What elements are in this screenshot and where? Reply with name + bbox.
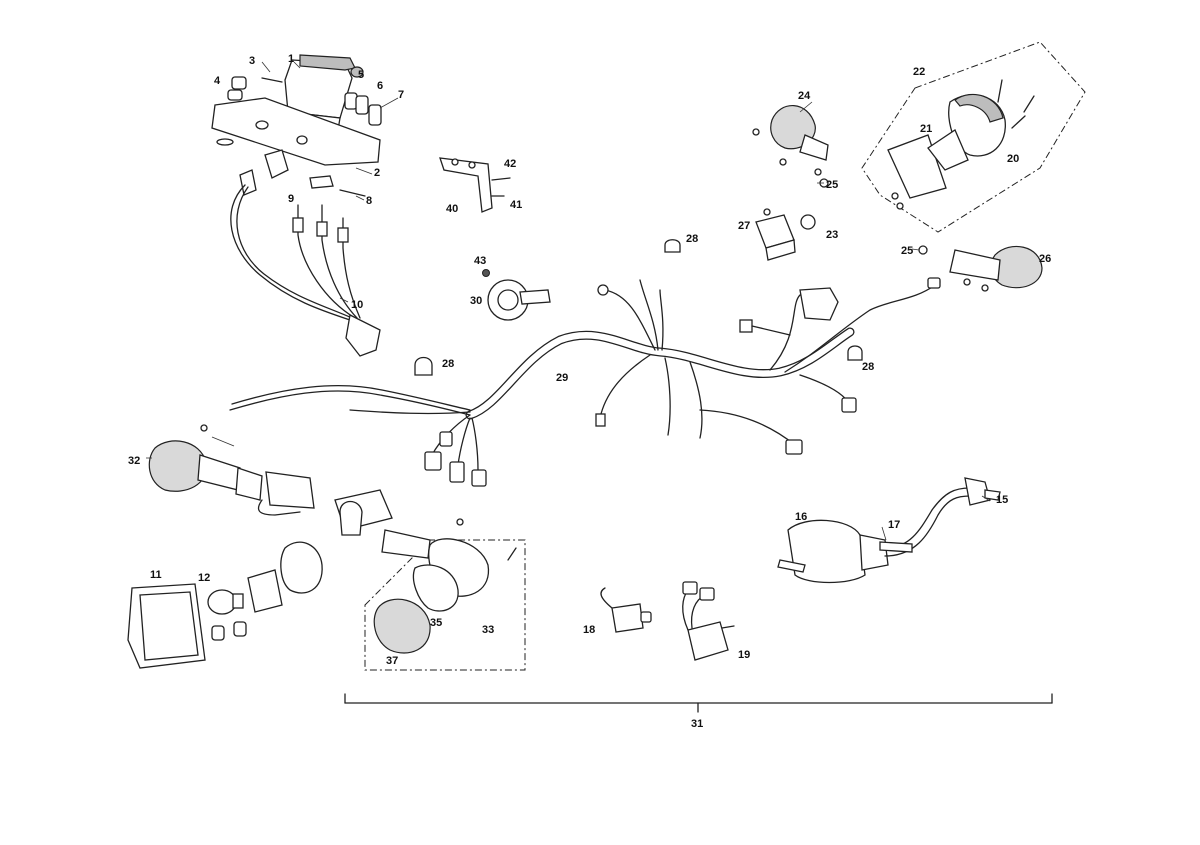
bulb-sockets — [227, 76, 382, 197]
instrument-bracket — [211, 97, 381, 196]
callout-15: 15 — [996, 494, 1008, 506]
clamp-28 — [414, 239, 863, 376]
turn-signal-32 — [148, 424, 315, 516]
callout-41: 41 — [510, 199, 522, 211]
callout-7: 7 — [398, 89, 404, 101]
turn-signal-33-group — [334, 489, 526, 671]
callout-28-top: 28 — [686, 233, 698, 245]
leader-lines — [146, 61, 991, 541]
callout-27: 27 — [738, 220, 750, 232]
turn-signal-26 — [918, 245, 1043, 292]
callout-17: 17 — [888, 519, 900, 531]
callout-12: 12 — [198, 572, 210, 584]
callout-29: 29 — [556, 372, 568, 384]
switch-18 — [600, 587, 652, 633]
callout-28-right: 28 — [862, 361, 874, 373]
main-wiring-harness — [229, 277, 941, 487]
turn-signal-24 — [752, 105, 829, 188]
ignition-coil — [777, 477, 1001, 584]
kit-bracket-31 — [344, 693, 1053, 713]
callout-6: 6 — [377, 80, 383, 92]
callout-24: 24 — [798, 90, 811, 102]
callout-10: 10 — [351, 299, 363, 311]
callout-25-right: 25 — [901, 245, 913, 257]
callout-37: 37 — [386, 655, 398, 667]
callout-33: 33 — [482, 624, 494, 636]
tail-lamp-group — [861, 41, 1086, 233]
horn-30 — [482, 269, 551, 321]
callout-1: 1 — [288, 53, 294, 65]
callout-22: 22 — [913, 66, 925, 78]
callout-25-top: 25 — [826, 179, 838, 191]
cluster-wiring — [230, 184, 381, 357]
callout-2: 2 — [374, 167, 380, 179]
bracket-40 — [439, 157, 511, 213]
callout-labels: 3 1 4 5 6 7 2 9 8 10 42 40 41 43 30 28 2… — [128, 53, 1051, 730]
callout-4: 4 — [214, 75, 221, 87]
callout-18: 18 — [583, 624, 595, 636]
callout-20: 20 — [1007, 153, 1019, 165]
flasher-relay-27 — [755, 208, 816, 261]
callout-40: 40 — [446, 203, 458, 215]
callout-23: 23 — [826, 229, 838, 241]
callout-43: 43 — [474, 255, 486, 267]
callout-28-left: 28 — [442, 358, 454, 370]
relay-19 — [682, 581, 735, 661]
callout-35: 35 — [430, 617, 442, 629]
callout-30: 30 — [470, 295, 482, 307]
callout-16: 16 — [795, 511, 807, 523]
callout-19: 19 — [738, 649, 750, 661]
callout-32: 32 — [128, 455, 140, 467]
callout-3: 3 — [249, 55, 255, 67]
callout-11: 11 — [150, 569, 162, 581]
callout-42: 42 — [504, 158, 516, 170]
callout-5: 5 — [358, 69, 364, 81]
callout-9: 9 — [288, 193, 294, 205]
callout-26: 26 — [1039, 253, 1051, 265]
callout-31: 31 — [691, 718, 703, 730]
tail-lamp-11 — [127, 541, 323, 669]
callout-21: 21 — [920, 123, 932, 135]
callout-8: 8 — [366, 195, 372, 207]
